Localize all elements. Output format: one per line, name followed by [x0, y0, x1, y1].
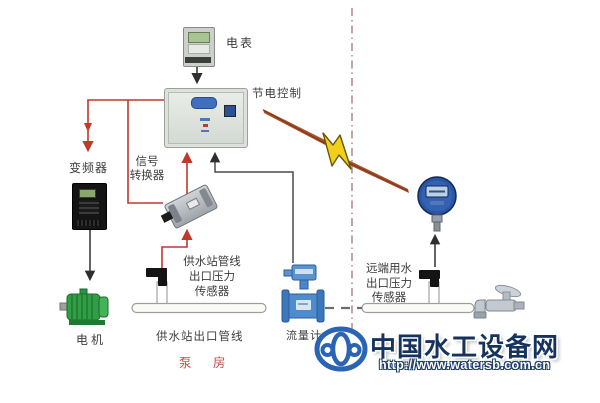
motor-icon: [59, 288, 109, 325]
signal-converter-label: 信号 转换器: [129, 156, 165, 182]
watermark-title: 中国水工设备网: [370, 332, 560, 362]
meter-lcd: [188, 32, 210, 43]
wire-control-to-inverter: [82, 99, 164, 153]
wire-sensor-to-converter: [161, 228, 193, 269]
pressure-gauge-icon: [417, 176, 457, 232]
motor-label: 电机: [76, 333, 107, 347]
station-outlet-pipeline-label: 供水站出口管线: [156, 331, 244, 343]
lightning-ray-right: [344, 158, 409, 193]
meter-label: 电表: [226, 36, 255, 50]
meter-panel: [188, 44, 210, 54]
wire-mid-arrow: [84, 123, 92, 132]
electric-meter-icon: [183, 27, 215, 67]
station-pressure-sensor-icon: [146, 268, 167, 277]
inverter-display: [79, 189, 96, 198]
station-pressure-sensor-label: 供水站管线 出口压力 传感器: [183, 256, 241, 298]
controller-display: [191, 97, 217, 109]
watermark-logo-icon: [314, 326, 368, 372]
controller-button: [224, 105, 236, 117]
lightning-bolt-icon: [322, 132, 352, 170]
power-saving-control-label: 节电控制: [252, 88, 302, 100]
inverter-label: 变频器: [69, 161, 109, 175]
pump-room-label: 泵 房: [179, 356, 235, 370]
station-outlet-pipe: [131, 302, 267, 314]
watermark-url: http://www.watersb.com.cn: [379, 358, 551, 372]
flow-meter-label: 流量计: [286, 330, 322, 342]
flow-meter-icon: [281, 264, 325, 323]
faucet-icon: [473, 284, 525, 319]
remote-pressure-sensor-label: 远端用水 出口压力 传感器: [366, 263, 412, 304]
wire-flowmeter-to-control: [209, 151, 294, 263]
frequency-inverter-icon: [72, 183, 107, 230]
wire-control-to-converter: [127, 100, 163, 204]
power-saving-controller-icon: [164, 88, 248, 148]
signal-converter-icon: [160, 183, 219, 230]
meter-terminal-strip: [185, 57, 211, 63]
remote-pressure-sensor-icon: [419, 270, 440, 279]
